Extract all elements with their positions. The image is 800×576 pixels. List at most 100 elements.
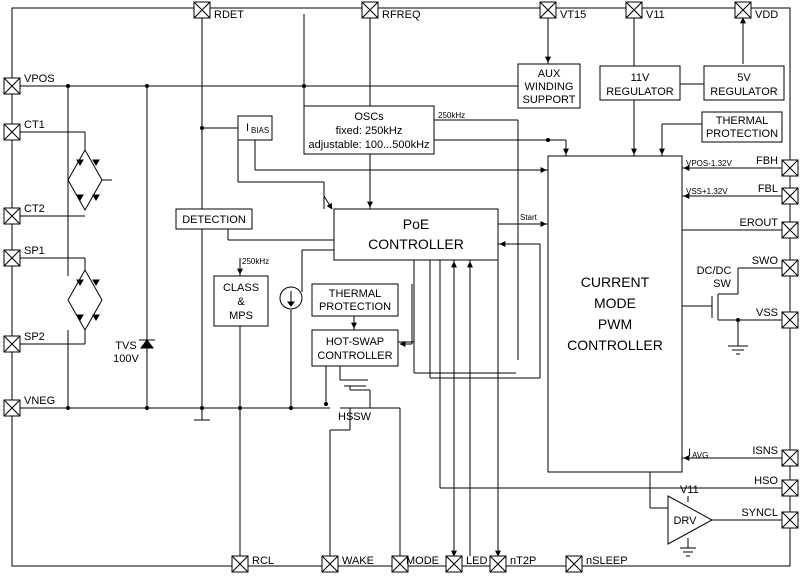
start-label: Start xyxy=(520,213,538,222)
drv-v11-label: V11 xyxy=(680,484,699,496)
pin-label-erout: EROUT xyxy=(740,217,779,229)
dcdc-line-2: SW xyxy=(713,278,731,290)
reg11-block xyxy=(599,65,681,101)
pin-label-rcl: RCL xyxy=(252,555,274,567)
pin-mode xyxy=(391,555,409,573)
dcdc-line-1: DC/DC xyxy=(697,265,732,277)
pin-label-vdd: VDD xyxy=(755,9,778,21)
poe-controller-block xyxy=(333,208,499,261)
pwm-line-1: CURRENT xyxy=(581,274,650,290)
pin-isns xyxy=(781,449,799,467)
class-frequency-label: 250kHz xyxy=(242,257,269,266)
class-mps-block xyxy=(213,275,269,327)
pin-label-swo: SWO xyxy=(752,255,779,267)
pin-wake xyxy=(321,555,339,573)
reg5-block xyxy=(703,65,785,101)
pin-v11 xyxy=(625,1,643,19)
oscs-block xyxy=(303,105,435,155)
pin-ct1 xyxy=(3,123,21,141)
hssw-label: HSSW xyxy=(338,411,372,423)
pin-label-fbh: FBH xyxy=(756,155,778,167)
pin-label-rdet: RDET xyxy=(214,9,244,21)
ground-icon xyxy=(680,345,748,557)
ibias-label: I xyxy=(246,122,249,134)
pins xyxy=(3,1,799,573)
pin-vpos xyxy=(3,77,21,95)
vss-ref-label: VSS+1.32V xyxy=(686,187,728,196)
pin-led xyxy=(445,555,463,573)
thermal-mid-line-1: THERMAL xyxy=(329,288,382,300)
detection-label: DETECTION xyxy=(182,214,246,226)
oscs-line-1: OSCs xyxy=(354,111,384,123)
aux-winding-block xyxy=(517,63,581,109)
pwm-controller-block xyxy=(547,155,683,473)
diode-bridge-2 xyxy=(67,258,103,344)
ibias-block xyxy=(237,115,273,141)
drv-driver xyxy=(667,495,714,545)
iavg-label: I xyxy=(688,447,691,459)
reg5-line-1: 5V xyxy=(737,72,751,84)
pin-vdd xyxy=(734,1,752,19)
thermal-top-line-1: THERMAL xyxy=(716,115,769,127)
hotswap-line-1: HOT-SWAP xyxy=(326,336,384,348)
pin-label-syncl: SYNCL xyxy=(741,507,778,519)
pin-label-sp2: SP2 xyxy=(24,331,45,343)
pin-hso xyxy=(781,479,799,497)
diode-bridge-1 xyxy=(67,148,112,212)
aux-line-3: SUPPORT xyxy=(523,94,576,106)
thermal-mid-block xyxy=(311,283,399,317)
pin-vss xyxy=(781,311,799,329)
pin-label-led: LED xyxy=(466,555,487,567)
pin-rcl xyxy=(231,555,249,573)
class-line-3: MPS xyxy=(229,310,253,322)
tvs-line-1: TVS xyxy=(115,340,136,352)
thermal-mid-line-2: PROTECTION xyxy=(319,301,391,313)
tvs-line-2: 100V xyxy=(113,353,139,365)
pin-label-hso: HSO xyxy=(754,475,778,487)
iavg-subscript: AVG xyxy=(692,451,708,460)
pin-label-vpos: VPOS xyxy=(24,73,55,85)
pin-label-nsleep: nSLEEP xyxy=(586,555,628,567)
pin-vt15 xyxy=(539,1,557,19)
pin-nt2p xyxy=(489,555,507,573)
pwm-line-3: PWM xyxy=(598,316,632,332)
detection-block xyxy=(175,208,253,230)
aux-line-1: AUX xyxy=(538,68,561,80)
pin-label-ct1: CT1 xyxy=(24,119,45,131)
pwm-line-4: CONTROLLER xyxy=(567,337,663,353)
pin-sp2 xyxy=(3,335,21,353)
pwm-line-2: MODE xyxy=(594,295,636,311)
pin-fbl xyxy=(781,187,799,205)
pin-label-vneg: VNEG xyxy=(24,395,55,407)
aux-line-2: WINDING xyxy=(525,81,574,93)
reg11-line-2: REGULATOR xyxy=(606,86,673,98)
thermal-top-block xyxy=(701,111,783,143)
pin-vneg xyxy=(3,399,21,417)
osc-frequency-label: 250kHz xyxy=(438,111,465,120)
pin-label-ct2: CT2 xyxy=(24,203,45,215)
pin-ct2 xyxy=(3,207,21,225)
pin-erout xyxy=(781,221,799,239)
ibias-subscript: BIAS xyxy=(251,126,269,135)
pin-sp1 xyxy=(3,249,21,267)
dcdc-switch-icon xyxy=(711,293,738,321)
pin-label-isns: ISNS xyxy=(752,445,778,457)
hotswap-line-2: CONTROLLER xyxy=(317,350,392,362)
reg5-line-2: REGULATOR xyxy=(710,86,777,98)
pin-label-nt2p: nT2P xyxy=(510,555,536,567)
reg11-line-1: 11V xyxy=(631,72,650,84)
oscs-line-3: adjustable: 100...500kHz xyxy=(308,139,429,151)
pin-label-wake: WAKE xyxy=(342,555,374,567)
poe-line-1: PoE xyxy=(403,216,429,232)
current-source-icon xyxy=(279,286,303,310)
pin-rdet xyxy=(193,1,211,19)
vpos-ref-label: VPOS-1.32V xyxy=(686,159,732,168)
pin-label-fbl: FBL xyxy=(758,183,778,195)
hotswap-block xyxy=(311,329,399,367)
oscs-line-2: fixed: 250kHz xyxy=(336,125,403,137)
pin-fbh xyxy=(781,159,799,177)
poe-line-2: CONTROLLER xyxy=(368,236,464,252)
pin-syncl xyxy=(781,511,799,529)
pin-rfreq xyxy=(361,1,379,19)
